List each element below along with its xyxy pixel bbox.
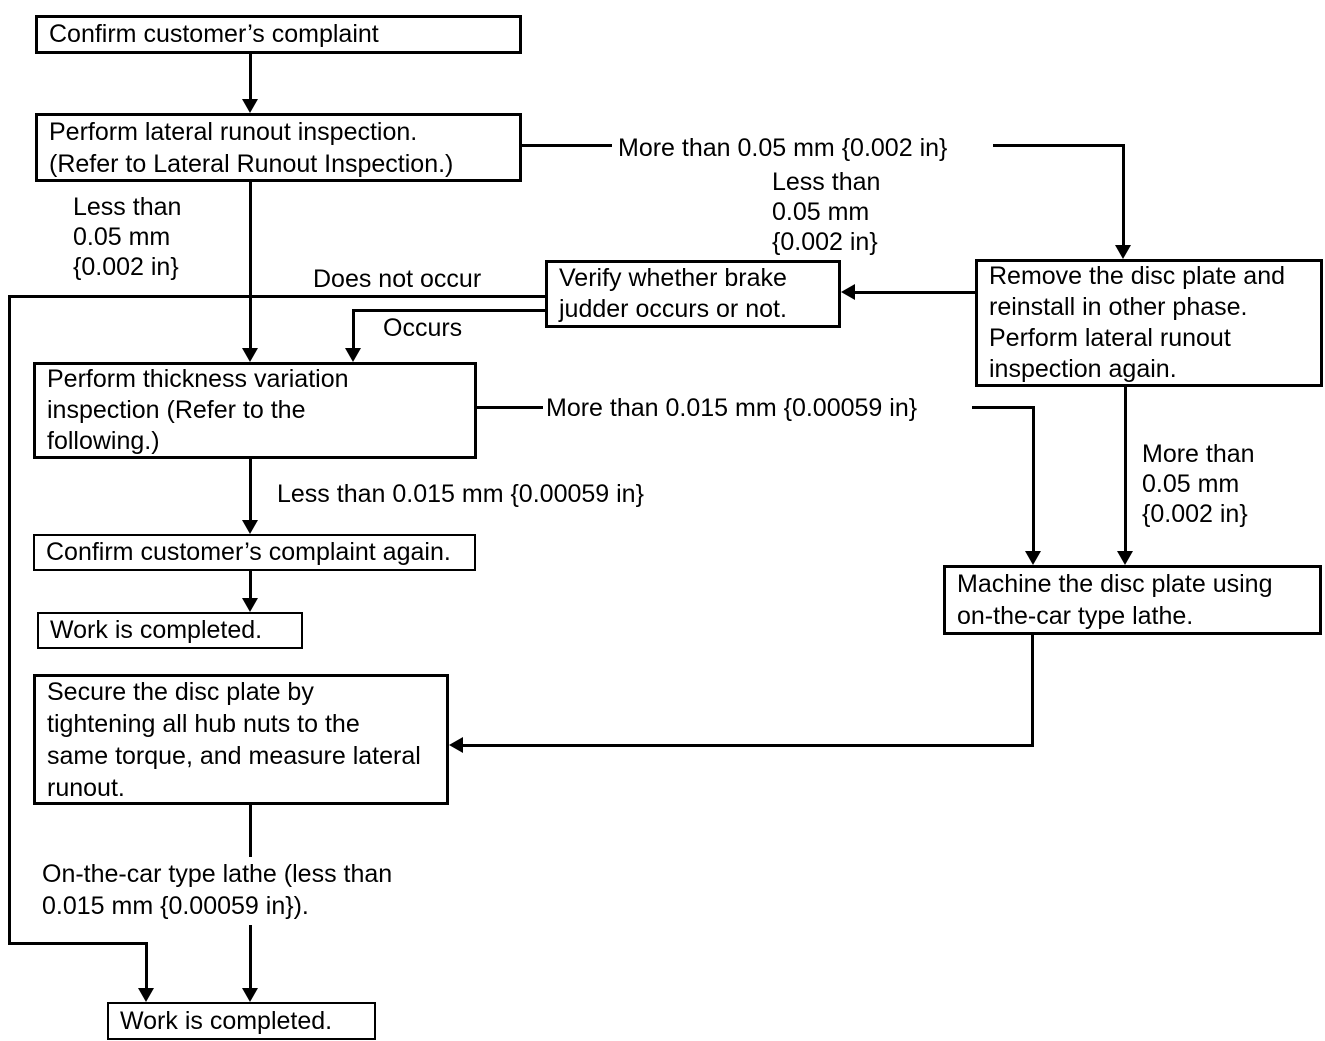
box-confirm-complaint: Confirm customer’s complaint xyxy=(35,15,522,54)
arrowhead-remove-into-machine xyxy=(1117,551,1133,565)
box-machine-disc-plate: Machine the disc plate using on-the-car … xyxy=(943,565,1322,635)
arrowhead-into-confirm-again xyxy=(242,520,258,534)
box-lateral-runout-inspection: Perform lateral runout inspection. (Refe… xyxy=(35,113,522,182)
box-thickness-variation-inspection: Perform thickness variation inspection (… xyxy=(33,362,477,459)
connector-more0015-down-segment xyxy=(1032,406,1035,552)
arrowhead-into-work-bottom-center xyxy=(242,988,258,1002)
arrowhead-into-work-bottom-left xyxy=(138,988,154,1002)
box-verify-brake-judder: Verify whether brake judder occurs or no… xyxy=(545,260,841,328)
arrowhead-into-secure xyxy=(449,737,463,753)
connector-does-not-occur-vertical xyxy=(8,295,11,945)
connector-more005-left-segment xyxy=(522,144,612,147)
arrowhead-into-remove-disc xyxy=(1115,245,1131,259)
connector-does-not-occur-drop xyxy=(145,942,148,990)
arrowhead-into-work-top xyxy=(242,598,258,612)
label-occurs: Occurs xyxy=(383,314,463,342)
connector-more0015-left-segment xyxy=(477,406,543,409)
arrowhead-more0015-into-machine xyxy=(1025,551,1041,565)
connector-confirm-again-to-work xyxy=(249,571,252,599)
connector-machine-to-secure xyxy=(461,744,1034,747)
connector-more0015-right-segment xyxy=(972,406,1035,409)
arrowhead-into-thickness-main xyxy=(242,348,258,362)
box-work-completed-top: Work is completed. xyxy=(37,612,303,649)
arrowhead-into-lateral xyxy=(242,99,258,113)
connector-secure-down-upper xyxy=(249,805,252,857)
connector-remove-to-verify xyxy=(854,291,975,294)
connector-does-not-occur-horizontal xyxy=(8,295,545,298)
connector-confirm-to-lateral xyxy=(249,54,252,100)
connector-thickness-to-confirm-again xyxy=(249,459,252,521)
connector-secure-down-lower xyxy=(249,925,252,990)
connector-more005-down-segment xyxy=(1122,144,1125,246)
box-secure-disc-plate: Secure the disc plate by tightening all … xyxy=(33,674,449,805)
label-more-than-005-bottom: More than 0.05 mm {0.002 in} xyxy=(1142,440,1255,528)
connector-machine-down xyxy=(1031,635,1034,747)
connector-does-not-occur-elbow xyxy=(8,942,148,945)
connector-occurs-vertical xyxy=(352,309,355,350)
box-work-completed-bottom: Work is completed. xyxy=(107,1002,376,1040)
connector-more005-right-segment xyxy=(993,144,1125,147)
label-more-than-0015: More than 0.015 mm {0.00059 in} xyxy=(546,394,918,422)
connector-occurs-horizontal xyxy=(352,309,545,312)
label-less-than-0015: Less than 0.015 mm {0.00059 in} xyxy=(277,480,644,508)
label-on-the-car-lathe: On-the-car type lathe (less than 0.015 m… xyxy=(42,860,393,920)
label-less-than-005-left: Less than 0.05 mm {0.002 in} xyxy=(73,193,182,281)
label-less-than-005-right: Less than 0.05 mm {0.002 in} xyxy=(772,168,881,256)
box-confirm-complaint-again: Confirm customer’s complaint again. xyxy=(33,534,476,571)
label-more-than-005-top: More than 0.05 mm {0.002 in} xyxy=(618,134,948,162)
arrowhead-occurs-into-thickness xyxy=(345,348,361,362)
arrowhead-into-verify xyxy=(841,284,855,300)
connector-lateral-to-thickness xyxy=(249,182,252,349)
label-does-not-occur: Does not occur xyxy=(313,265,482,293)
connector-remove-to-machine xyxy=(1124,387,1127,552)
box-remove-disc-plate: Remove the disc plate and reinstall in o… xyxy=(975,259,1323,387)
